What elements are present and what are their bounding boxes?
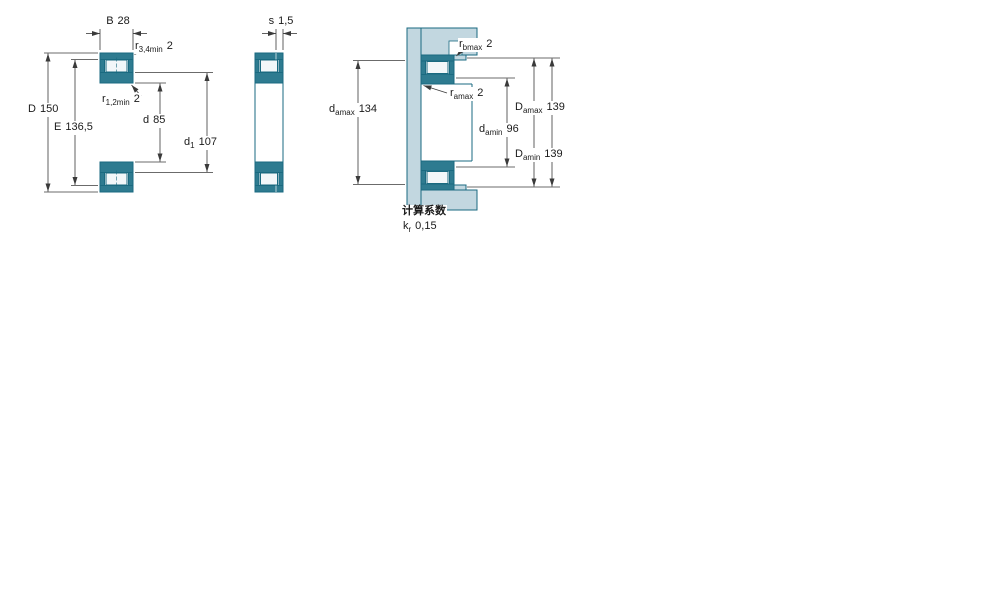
outer-ring-section [420,54,455,62]
dim-subscript: 1,2min [105,98,130,108]
dim-value: 2 [477,87,484,99]
shaft-shoulder [406,27,422,211]
dim-symbol: r [450,87,454,99]
dim-subscript: amax [522,106,543,116]
roller-section [260,59,278,73]
dim-value: 139 [546,101,565,113]
mounting-view-drawing [406,27,478,211]
factor-value: 0,15 [415,220,437,232]
inner-ring-section [420,160,455,172]
dim-value: 2 [166,40,173,52]
inner-ring-flange [278,59,284,73]
dim-subscript: bmax [462,43,483,53]
dim-symbol: d [184,136,191,148]
inner-ring-flange [278,172,284,186]
dim-subscript: amax [453,92,474,102]
inner-ring-flange [128,172,134,186]
inner-ring-flange [420,170,426,185]
dim-value: 28 [117,15,130,27]
inner-ring-flange [99,172,105,186]
housing-shoulder [453,184,467,191]
dim-symbol: D [515,148,523,160]
roller-section [260,172,278,186]
roller-section [426,171,449,184]
dim-value: 85 [153,114,166,126]
dim-subscript: amax [335,108,355,118]
outer-ring-section [420,183,455,191]
dim-symbol: D [28,103,36,115]
calc-factor-title: 计算系数 [401,205,447,218]
housing-shoulder [453,54,467,61]
side-view-drawing [254,52,284,193]
dim-value: 139 [544,148,563,160]
inner-ring-flange [128,59,134,73]
dim-symbol: d [143,114,150,126]
inner-ring-section [99,72,134,84]
inner-ring-flange [254,59,260,73]
dim-symbol: r [102,93,106,105]
front-view-drawing [99,52,134,193]
dim-value: 134 [358,103,378,115]
dim-value: 96 [506,123,519,135]
factor-symbol: k [403,220,409,232]
inner-ring-flange [420,60,426,75]
dimension-lines [44,29,560,193]
dim-value: 136,5 [65,121,93,133]
inner-ring-section [420,73,455,85]
inner-ring-section [254,161,284,173]
dim-subscript: amin [485,128,503,138]
dim-subscript: 1 [190,141,195,151]
dim-value: 2 [486,38,493,50]
dim-value: 2 [133,93,140,105]
roller-section [426,61,449,74]
dim-symbol: r [135,40,139,52]
inner-ring-flange [99,59,105,73]
inner-ring-section [254,72,284,84]
dim-symbol: D [515,101,523,113]
dim-symbol: E [54,121,62,133]
inner-ring-flange [449,60,455,75]
dim-symbol: s [268,15,275,27]
dim-symbol: r [459,38,463,50]
inner-ring-flange [449,170,455,185]
inner-ring-flange [254,172,260,186]
dim-symbol: d [329,103,336,115]
factor-subscript: r [408,225,412,235]
dim-symbol: d [479,123,486,135]
dim-subscript: amin [522,153,541,163]
outer-ring-section [254,185,284,193]
dim-value: 150 [39,103,59,115]
dim-subscript: 3,4min [138,45,163,55]
dim-symbol: B [106,15,114,27]
dim-value: 1,5 [278,15,294,27]
outer-ring-section [254,52,284,60]
dim-value: 107 [198,136,217,148]
